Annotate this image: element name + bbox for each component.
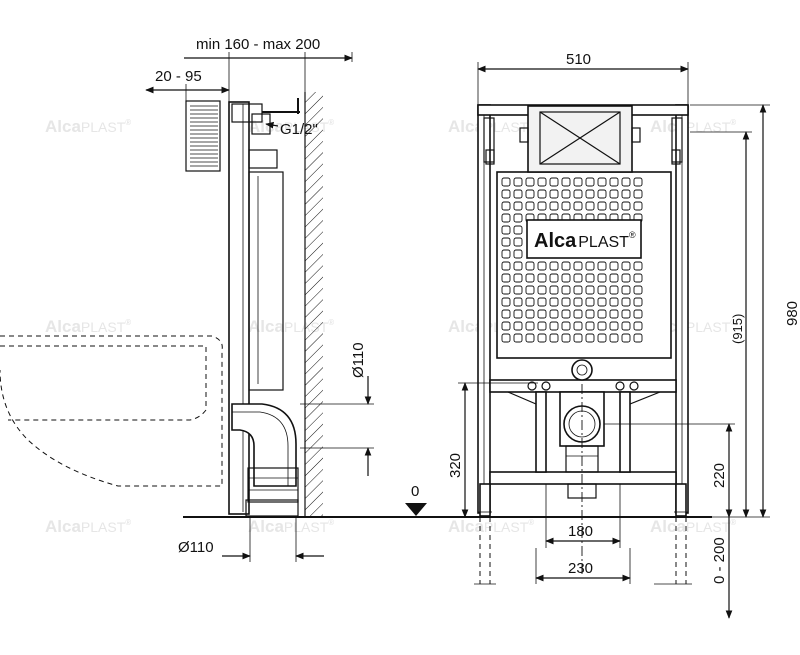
flush-valve bbox=[571, 359, 593, 381]
alcaplast-watermark: AlcaPLAST® bbox=[448, 517, 534, 536]
toilet-bowl-outline bbox=[0, 335, 223, 487]
waste-elbow bbox=[231, 403, 297, 487]
dim-offset-range: 20 - 95 bbox=[155, 68, 202, 85]
frame-bottom-rail bbox=[489, 471, 677, 485]
alcaplast-watermark: AlcaPLAST® bbox=[650, 117, 736, 136]
dim-frame-height: 980 bbox=[784, 301, 800, 326]
waste-socket bbox=[247, 467, 299, 503]
dim-foot-adjust: 0 - 200 bbox=[711, 537, 728, 584]
waste-outlet bbox=[245, 499, 299, 517]
floor-level-marker bbox=[405, 503, 427, 516]
cistern-top bbox=[248, 149, 278, 169]
cistern-front bbox=[496, 171, 672, 359]
alcaplast-watermark: AlcaPLAST® bbox=[45, 317, 131, 336]
alcaplast-watermark: AlcaPLAST® bbox=[248, 517, 334, 536]
flush-button-block bbox=[185, 100, 221, 172]
alcaplast-watermark: AlcaPLAST® bbox=[650, 517, 736, 536]
toilet-bowl-inner bbox=[0, 345, 207, 421]
dim-pipe-diameter: Ø110 bbox=[350, 342, 367, 378]
leg-right bbox=[619, 391, 631, 473]
dim-leg-spacing-inner: 180 bbox=[568, 523, 593, 540]
alcaplast-watermark: AlcaPLAST® bbox=[45, 117, 131, 136]
inlet-thread-label: G1/2" bbox=[280, 121, 318, 138]
flush-button-ribs bbox=[190, 105, 218, 167]
leg-left bbox=[535, 391, 547, 473]
alcaplast-watermark: AlcaPLAST® bbox=[45, 517, 131, 536]
dim-depth-range: min 160 - max 200 bbox=[196, 36, 320, 53]
dim-bracket-height: 220 bbox=[711, 463, 728, 488]
alcaplast-watermark: AlcaPLAST® bbox=[448, 117, 534, 136]
foot-right bbox=[675, 483, 687, 517]
cistern-side bbox=[248, 171, 284, 391]
foot-left bbox=[479, 483, 491, 517]
floor-level-label: 0 bbox=[411, 483, 419, 500]
wall-hatching bbox=[305, 92, 323, 517]
mount-bolts bbox=[527, 381, 639, 391]
frame-mid-rail bbox=[489, 379, 677, 393]
dim-outlet-diameter: Ø110 bbox=[178, 539, 214, 556]
dim-leg-spacing-outer: 230 bbox=[568, 560, 593, 577]
dim-total-width: 510 bbox=[566, 51, 591, 68]
cistern-grid bbox=[501, 177, 643, 343]
logo-label bbox=[526, 219, 642, 259]
dim-outlet-height: 320 bbox=[447, 453, 464, 478]
frame-side-outer bbox=[228, 101, 250, 515]
side-view: min 160 - max 200 20 - 95 G1/2" Ø110 Ø11… bbox=[0, 36, 427, 562]
dim-inner-height: (915) bbox=[730, 314, 745, 344]
